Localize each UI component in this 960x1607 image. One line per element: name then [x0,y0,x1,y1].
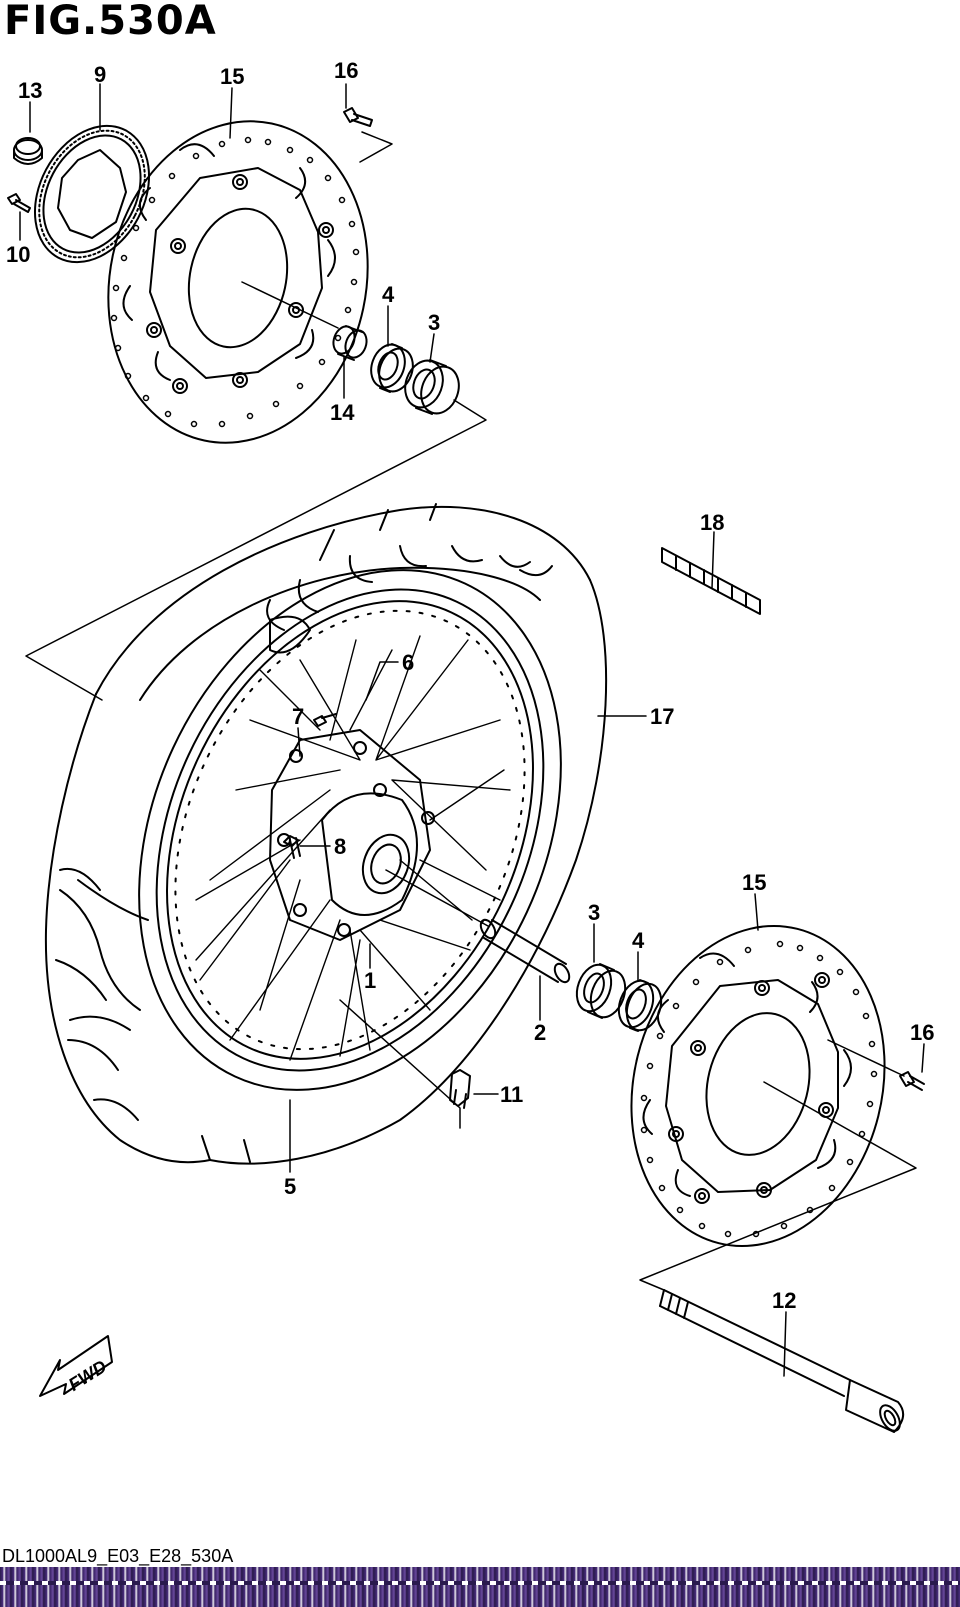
callout-12: 12 [772,1288,796,1313]
wheel-rim [138,569,562,1091]
callout-14: 14 [330,400,355,425]
brake-disc-upper [107,120,369,444]
bolt-part-7 [313,713,337,727]
oil-seal-lower [617,979,663,1032]
front-axle [659,1289,905,1433]
wheel-hub [269,729,435,941]
bolt-part-8 [283,835,301,859]
callout-16-lower: 16 [910,1020,934,1045]
callout-6: 6 [402,650,414,675]
forward-direction-arrow [39,1335,113,1397]
callout-10: 10 [6,242,30,267]
lower-assembly-guide-lines [339,869,917,1291]
sensor-rotor-ring [33,124,151,264]
callout-18: 18 [700,510,724,535]
callout-15-lower: 15 [742,870,766,895]
footer-band [0,1567,960,1607]
oil-seal-upper [370,343,414,393]
brake-disc-upper-holes [110,136,360,428]
callout-4-upper: 4 [382,282,395,307]
callout-17: 17 [650,704,674,729]
callout-1: 1 [364,968,376,993]
callout-2: 2 [534,1020,546,1045]
tire [44,503,608,1165]
callout-9: 9 [94,62,106,87]
callout-3-lower: 3 [588,900,600,925]
bolt-part-16-upper [343,107,373,127]
axle-spacer [479,918,571,984]
callout-8: 8 [334,834,346,859]
callout-13: 13 [18,78,42,103]
callout-11: 11 [500,1082,523,1107]
brake-disc-lower-holes [640,940,878,1238]
drawing-code: DL1000AL9_E03_E28_530A [2,1546,234,1566]
brake-disc-lower [630,924,886,1248]
upper-assembly-guide-lines [25,131,487,701]
callout-15-upper: 15 [220,64,244,89]
callout-16-upper: 16 [334,58,358,83]
figure-title: FIG.530A [4,0,217,44]
bearing-lower [575,963,627,1019]
callout-5: 5 [284,1174,296,1199]
callout-leader-lines [19,83,925,1377]
bolt-part-10 [7,193,31,213]
callouts: 13 9 15 16 10 4 3 14 18 6 17 7 8 1 15 3 … [6,58,934,1313]
bearing-upper [404,359,460,415]
callout-3-upper: 3 [428,310,440,335]
balance-weight [661,547,761,615]
callout-4-lower: 4 [632,928,645,953]
nut-part [13,137,43,165]
spacer-part-14 [332,325,368,361]
callout-7: 7 [292,704,304,729]
bolt-part-16-lower [899,1071,925,1091]
